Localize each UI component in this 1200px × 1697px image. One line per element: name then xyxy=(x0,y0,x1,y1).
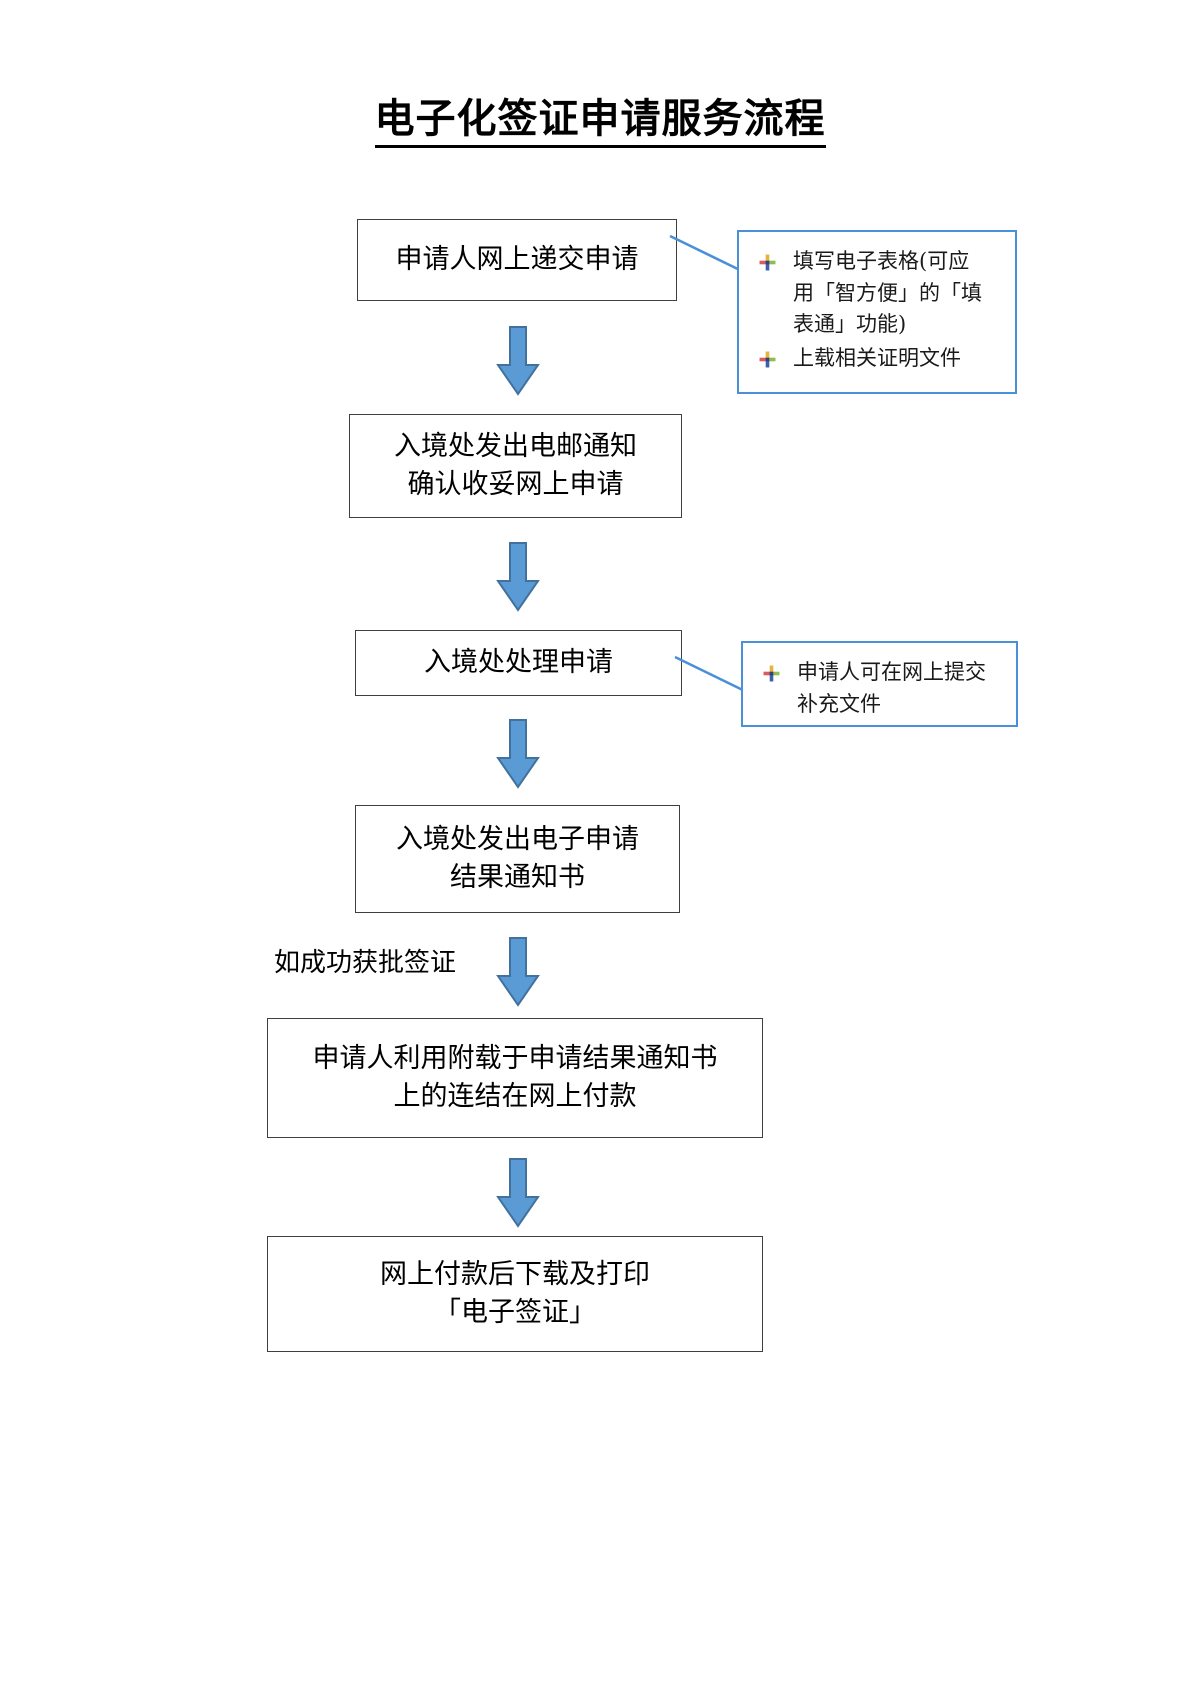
page-title: 电子化签证申请服务流程 xyxy=(0,95,1200,148)
callout-2-bullet-list: 申请人可在网上提交 补充文件 xyxy=(757,657,1004,720)
callout-2-bullet-item-1: 申请人可在网上提交 补充文件 xyxy=(757,657,1004,720)
bullet-cross-icon xyxy=(759,254,776,271)
flow-step-box-3: 入境处处理申请 xyxy=(355,630,682,696)
callout-1-bullet-2-line-1: 上载相关证明文件 xyxy=(793,345,961,370)
callout-1-bullet-item-2: 上载相关证明文件 xyxy=(753,343,1003,375)
page-title-text: 电子化签证申请服务流程 xyxy=(374,95,826,148)
flow-step-6-line-2: 「电子签证」 xyxy=(434,1297,596,1328)
down-arrow-icon-2 xyxy=(496,542,540,612)
connector-line-step1-callout1 xyxy=(669,234,749,276)
callout-2-bullet-1-line-2: 补充文件 xyxy=(797,691,881,716)
callout-1-bullet-1-line-3: 表通」功能) xyxy=(793,312,907,336)
callout-1-bullet-1-line-1: 填写电子表格(可应 xyxy=(793,249,970,273)
down-arrow-icon-3 xyxy=(496,719,540,789)
flow-step-box-5: 申请人利用附载于申请结果通知书 上的连结在网上付款 xyxy=(267,1018,763,1138)
flow-step-4-line-2: 结果通知书 xyxy=(450,862,585,893)
flow-step-box-4: 入境处发出电子申请 结果通知书 xyxy=(355,805,680,913)
callout-2-bullet-1-line-1: 申请人可在网上提交 xyxy=(797,660,986,684)
flow-step-box-1: 申请人网上递交申请 xyxy=(357,219,677,301)
flow-step-3-line-1: 入境处处理申请 xyxy=(424,646,613,678)
callout-1-bullet-item-1: 填写电子表格(可应 用「智方便」的「填 表通」功能) xyxy=(753,246,1003,341)
bullet-cross-icon xyxy=(763,665,780,682)
callout-1-bullet-1-line-2: 用「智方便」的「填 xyxy=(793,280,982,305)
flow-step-2-line-1: 入境处发出电邮通知 xyxy=(394,430,637,462)
down-arrow-icon-4 xyxy=(496,937,540,1007)
down-arrow-icon-5 xyxy=(496,1158,540,1228)
callout-box-2: 申请人可在网上提交 补充文件 xyxy=(741,641,1018,727)
flow-step-6-line-1: 网上付款后下载及打印 xyxy=(380,1258,650,1290)
flow-step-4-line-1: 入境处发出电子申请 xyxy=(396,823,639,855)
flow-step-box-2: 入境处发出电邮通知 确认收妥网上申请 xyxy=(349,414,682,518)
connector-line-step3-callout2 xyxy=(674,655,754,697)
flow-step-box-6: 网上付款后下载及打印 「电子签证」 xyxy=(267,1236,763,1352)
flow-step-2-line-2: 确认收妥网上申请 xyxy=(407,469,624,500)
callout-1-bullet-list: 填写电子表格(可应 用「智方便」的「填 表通」功能) 上载相关证明文件 xyxy=(753,246,1003,374)
callout-box-1: 填写电子表格(可应 用「智方便」的「填 表通」功能) 上载相关证明文件 xyxy=(737,230,1017,394)
bullet-cross-icon xyxy=(759,351,776,367)
down-arrow-icon-1 xyxy=(496,326,540,396)
flow-step-5-line-2: 上的连结在网上付款 xyxy=(393,1081,637,1112)
flow-step-1-line-1: 申请人网上递交申请 xyxy=(395,243,639,275)
branch-label-success: 如成功获批签证 xyxy=(274,948,457,978)
flow-step-5-line-1: 申请人利用附载于申请结果通知书 xyxy=(312,1042,718,1074)
